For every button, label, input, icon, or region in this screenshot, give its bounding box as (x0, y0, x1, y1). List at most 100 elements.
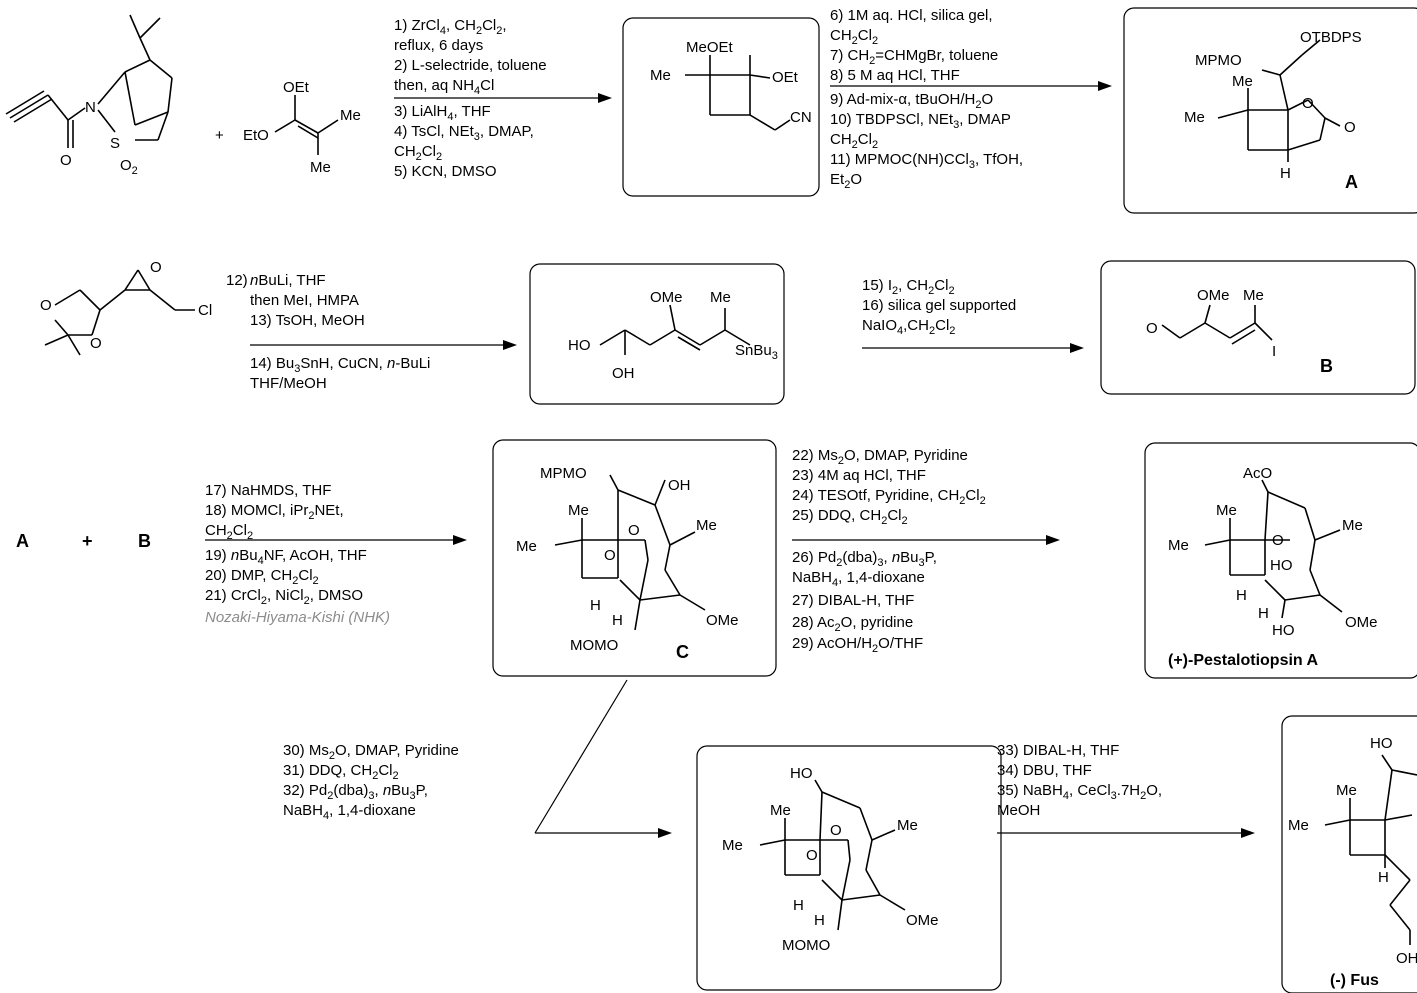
arrowhead-1 (598, 93, 612, 103)
svg-text:18) MOMCl, iPr2NEt,: 18) MOMCl, iPr2NEt, (205, 502, 344, 522)
svg-text:11) MPMOC(NH)CCl3, TfOH,: 11) MPMOC(NH)CCl3, TfOH, (830, 151, 1023, 171)
B-i: I (1272, 343, 1276, 360)
plus-sign: + (215, 127, 224, 144)
P-h-1: H (1236, 587, 1247, 604)
svg-text:21) CrCl2, NiCl2, DMSO: 21) CrCl2, NiCl2, DMSO (205, 587, 363, 607)
arrowhead-6 (1046, 535, 1060, 545)
svg-text:33) DIBAL-H, THF: 33) DIBAL-H, THF (997, 742, 1119, 759)
intermediate-1-structure (685, 55, 791, 131)
int2-ho: HO (568, 337, 591, 354)
D-o-1: O (830, 822, 842, 839)
C-h-1: H (590, 597, 601, 614)
sultam-o-label: O (60, 152, 72, 169)
F-me-1: Me (1336, 782, 1357, 799)
sultam-s-label: S (110, 135, 120, 152)
P-ome: OMe (1345, 614, 1378, 631)
P-me-2: Me (1168, 537, 1189, 554)
D-o-2: O (806, 847, 818, 864)
svg-text:34) DBU, THF: 34) DBU, THF (997, 762, 1092, 779)
arrowhead-7 (658, 828, 672, 838)
C-mpmo: MPMO (540, 465, 587, 482)
C-me-2: Me (516, 538, 537, 555)
conditions-steps-30-32: 30) Ms2O, DMAP, Pyridine 31) DDQ, CH2Cl2… (283, 742, 459, 822)
svg-text:13) TsOH, MeOH: 13) TsOH, MeOH (250, 312, 365, 329)
svg-text:2) L-selectride, toluene: 2) L-selectride, toluene (394, 57, 547, 74)
intermediate-2-structure (599, 304, 751, 355)
C-me-1: Me (568, 502, 589, 519)
starting-material-sultam (5, 14, 173, 148)
svg-text:CH2Cl2: CH2Cl2 (830, 27, 878, 47)
epoxide-cl: Cl (198, 302, 212, 319)
svg-text:23) 4M aq HCl, THF: 23) 4M aq HCl, THF (792, 467, 926, 484)
svg-text:28) Ac2O, pyridine: 28) Ac2O, pyridine (792, 614, 913, 634)
P-h-2: H (1258, 605, 1269, 622)
D-me-2: Me (722, 837, 743, 854)
svg-text:CH2Cl2: CH2Cl2 (205, 522, 253, 542)
svg-text:CH2Cl2: CH2Cl2 (394, 143, 442, 163)
ketene-oet-top: OEt (283, 79, 310, 96)
compound-A-box (1123, 7, 1417, 214)
conditions-steps-22-29: 22) Ms2O, DMAP, Pyridine 23) 4M aq HCl, … (792, 447, 986, 655)
A-otbdps: OTBDPS (1300, 29, 1362, 46)
ketene-eto: EtO (243, 127, 269, 144)
A-me-1: Me (1232, 73, 1253, 90)
conditions-steps-12-14: nBuLi, THF then MeI, HMPA 13) TsOH, MeOH… (250, 272, 430, 392)
int1-me: Me (650, 67, 671, 84)
sultam-o2-label: O2 (120, 157, 138, 177)
svg-text:4) TsCl, NEt3, DMAP,: 4) TsCl, NEt3, DMAP, (394, 123, 534, 143)
A-o-carbonyl: O (1344, 119, 1356, 136)
svg-text:30) Ms2O, DMAP, Pyridine: 30) Ms2O, DMAP, Pyridine (283, 742, 459, 762)
C-oh: OH (668, 477, 691, 494)
C-h-2: H (612, 612, 623, 629)
svg-text:25) DDQ, CH2Cl2: 25) DDQ, CH2Cl2 (792, 507, 908, 527)
dioxolane-o-2: O (90, 335, 102, 352)
svg-text:6) 1M aq. HCl, silica gel,: 6) 1M aq. HCl, silica gel, (830, 7, 993, 24)
svg-text:17) NaHMDS, THF: 17) NaHMDS, THF (205, 482, 331, 499)
svg-text:nBuLi, THF: nBuLi, THF (250, 272, 326, 289)
conditions-steps-1-5: 1) ZrCl4, CH2Cl2, reflux, 6 days 2) L-se… (394, 17, 547, 180)
B-o: O (1146, 320, 1158, 337)
svg-text:1) ZrCl4, CH2Cl2,: 1) ZrCl4, CH2Cl2, (394, 17, 507, 37)
C-label: C (676, 642, 689, 662)
int1-cn: CN (790, 109, 812, 126)
A-mpmo: MPMO (1195, 52, 1242, 69)
svg-text:9) Ad-mix-α, tBuOH/H2O: 9) Ad-mix-α, tBuOH/H2O (830, 91, 993, 111)
arrowhead-8 (1241, 828, 1255, 838)
arrowhead-4 (1070, 343, 1084, 353)
D-me-1: Me (770, 802, 791, 819)
ketene-me-1: Me (340, 107, 361, 124)
intermediate-D-structure (759, 779, 906, 931)
epoxide-starting-material (44, 269, 195, 356)
fusicoauritone-structure (1324, 754, 1417, 945)
nhk-label: Nozaki-Hiyama-Kishi (NHK) (205, 609, 390, 626)
A-label: A (1345, 172, 1358, 192)
svg-text:5) KCN, DMSO: 5) KCN, DMSO (394, 163, 497, 180)
ketene-me-2: Me (310, 159, 331, 176)
svg-text:32) Pd2(dba)3, nBu3P,: 32) Pd2(dba)3, nBu3P, (283, 782, 428, 802)
svg-text:29) AcOH/H2O/THF: 29) AcOH/H2O/THF (792, 635, 923, 655)
svg-text:31) DDQ, CH2Cl2: 31) DDQ, CH2Cl2 (283, 762, 399, 782)
C-momo: MOMO (570, 637, 618, 654)
svg-text:27) DIBAL-H, THF: 27) DIBAL-H, THF (792, 592, 914, 609)
svg-text:8) 5 M aq HCl, THF: 8) 5 M aq HCl, THF (830, 67, 960, 84)
B-label: B (1320, 356, 1333, 376)
svg-text:MeOH: MeOH (997, 802, 1040, 819)
arrowhead-2 (1098, 81, 1112, 91)
intermediate-2-box (529, 263, 785, 405)
reactant-A: A (16, 531, 29, 551)
svg-text:then MeI, HMPA: then MeI, HMPA (250, 292, 359, 309)
compound-B-structure (1161, 304, 1273, 345)
conditions-steps-15-16: 15) I2, CH2Cl2 16) silica gel supported … (862, 277, 1016, 337)
C-o-1: O (628, 522, 640, 539)
D-me-3: Me (897, 817, 918, 834)
P-me-3: Me (1342, 517, 1363, 534)
int2-me: Me (710, 289, 731, 306)
svg-text:14) Bu3SnH, CuCN, n-BuLi: 14) Bu3SnH, CuCN, n-BuLi (250, 355, 430, 375)
compound-A-structure (1217, 39, 1341, 162)
svg-text:15) I2, CH2Cl2: 15) I2, CH2Cl2 (862, 277, 955, 297)
svg-text:NaBH4, 1,4-dioxane: NaBH4, 1,4-dioxane (792, 569, 925, 589)
pestalotiopsin-A-label: (+)-Pestalotiopsin A (1168, 652, 1319, 669)
conditions-steps-17-21: 17) NaHMDS, THF 18) MOMCl, iPr2NEt, CH2C… (205, 482, 367, 607)
C-o-2: O (604, 547, 616, 564)
compound-B-box (1100, 260, 1416, 395)
